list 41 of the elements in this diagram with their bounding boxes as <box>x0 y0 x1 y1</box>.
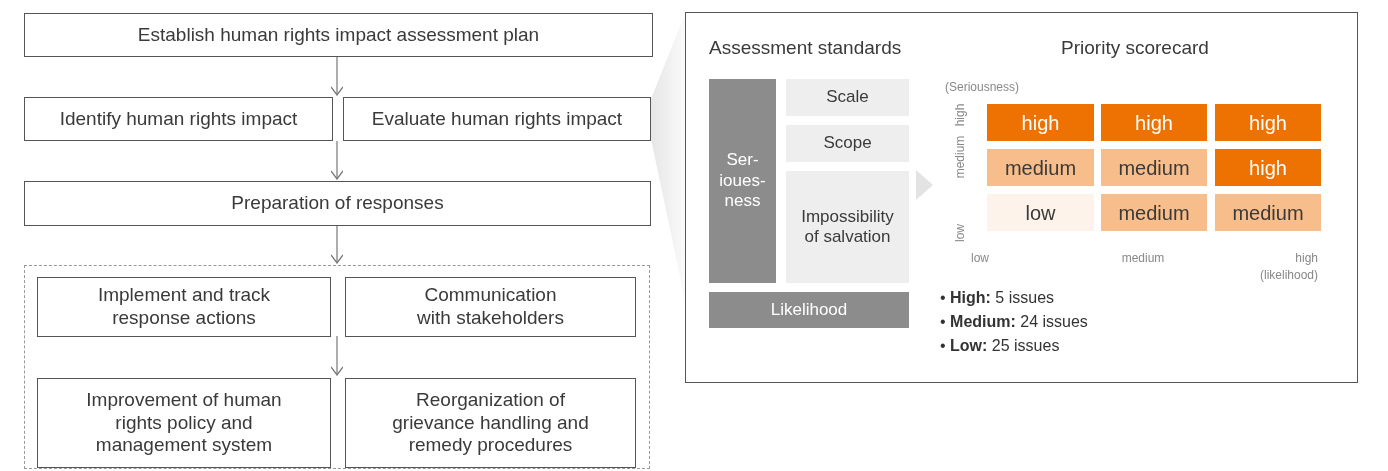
arrow <box>330 335 344 376</box>
arrow <box>330 140 344 180</box>
process-box: Identify human rights impact <box>24 97 333 141</box>
detail-panel <box>685 12 1358 383</box>
matrix-cell: medium <box>987 149 1094 186</box>
axis-tick-label: low <box>971 251 989 265</box>
process-box: Establish human rights impact assessment plan <box>24 13 653 57</box>
section-heading: Assessment standards <box>709 37 902 60</box>
process-box: Reorganization of grievance handling and remedy procedures <box>345 378 636 468</box>
summary-item: • Low: 25 issues <box>940 337 1060 355</box>
axis-title: (Seriousness) <box>945 80 1020 94</box>
criterion-block: Likelihood <box>709 292 909 328</box>
summary-item: • Medium: 24 issues <box>940 313 1088 331</box>
matrix-cell: high <box>1215 104 1321 141</box>
criterion-block: Scale <box>786 79 909 116</box>
process-box: Preparation of responses <box>24 181 651 226</box>
axis-tick-label: low <box>953 223 967 244</box>
axis-tick-label: medium <box>953 134 967 181</box>
matrix-cell: medium <box>1101 149 1207 186</box>
process-box: Evaluate human rights impact <box>343 97 651 141</box>
matrix-cell: low <box>987 194 1094 231</box>
dashed-group-frame <box>24 265 650 469</box>
chevron-arrow <box>916 170 933 200</box>
matrix-cell: medium <box>1101 194 1207 231</box>
matrix-cell: medium <box>1215 194 1321 231</box>
process-box: Implement and track response actions <box>37 277 331 337</box>
process-box: Improvement of human rights policy and management system <box>37 378 331 468</box>
matrix-cell: high <box>1215 149 1321 186</box>
criterion-block: Scope <box>786 125 909 162</box>
process-box: Communication with stakeholders <box>345 277 636 337</box>
axis-tick-label: high <box>1295 251 1318 265</box>
arrow <box>330 56 344 96</box>
matrix-cell: high <box>1101 104 1207 141</box>
axis-tick-label: medium <box>1120 251 1166 265</box>
arrow <box>330 225 344 264</box>
matrix-cell: high <box>987 104 1094 141</box>
section-heading: Priority scorecard <box>1060 37 1210 60</box>
axis-title: (likelihood) <box>1259 268 1318 282</box>
summary-item: • High: 5 issues <box>940 289 1055 307</box>
criterion-block: Ser- ioues- ness <box>709 79 776 283</box>
criterion-block: Impossibility of salvation <box>786 171 909 283</box>
